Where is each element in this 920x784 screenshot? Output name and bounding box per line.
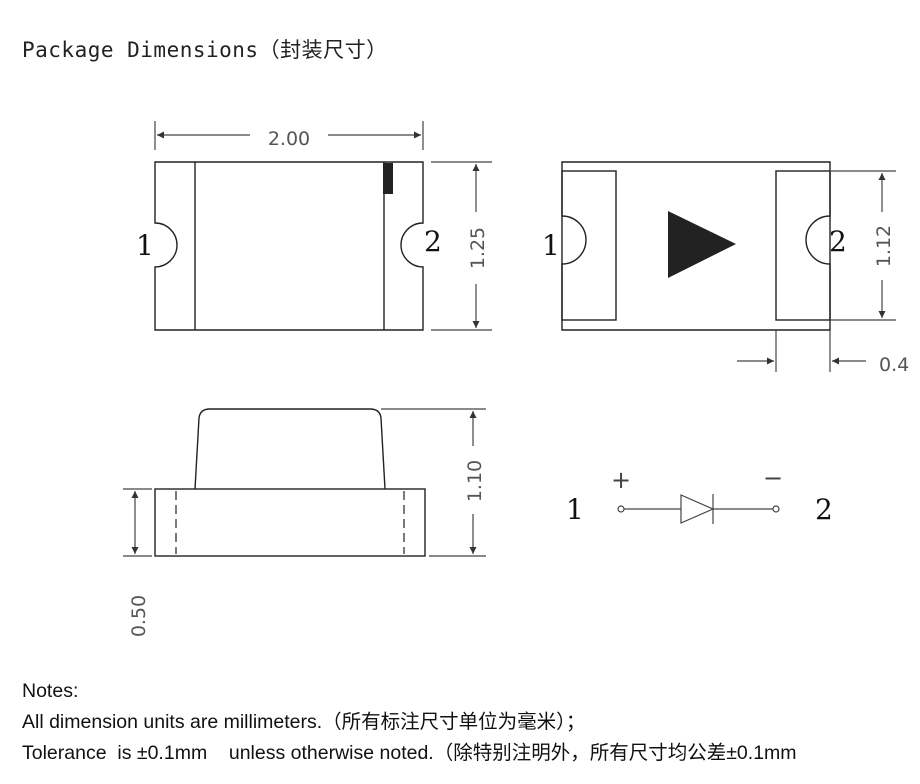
notes-line-units: All dimension units are millimeters.（所有标…: [22, 711, 586, 733]
dim-base-height: [123, 488, 152, 557]
dim-length-label: 2.00: [268, 128, 310, 150]
side-view: [154, 408, 426, 557]
top-view: [154, 161, 424, 331]
side-view-lens: [194, 408, 386, 490]
terminal-anode: [617, 505, 625, 513]
terminal-cathode: [772, 505, 780, 513]
dim-pad-length: [737, 330, 866, 372]
dim-height: [381, 408, 486, 557]
dim-width: [431, 161, 492, 331]
notes: Notes: All dimension units are millimete…: [22, 676, 797, 769]
notes-heading: Notes:: [22, 680, 79, 702]
top-view-outline: [154, 161, 424, 331]
schematic-pin-2: 2: [815, 493, 833, 526]
page-title: Package Dimensions（封装尺寸）: [22, 38, 388, 62]
polarity-triangle: [668, 211, 736, 278]
dim-length: [154, 121, 424, 150]
top-view-pin-2: 2: [424, 225, 442, 258]
dim-pad-width: [830, 170, 896, 321]
bottom-view: [561, 161, 831, 331]
dim-base-height-label: 0.50: [128, 595, 150, 637]
notes-line-tolerance: Tolerance is ±0.1mm unless otherwise not…: [22, 742, 797, 764]
polarity-plus: +: [611, 466, 631, 494]
diode-symbol: [617, 494, 780, 524]
dim-pad-width-label: 1.12: [873, 225, 895, 267]
polarity-minus: −: [763, 464, 783, 492]
pad-right: [775, 170, 831, 321]
bottom-view-pin-1: 1: [542, 229, 560, 262]
dim-pad-length-label: 0.4: [879, 354, 909, 376]
side-view-base: [154, 488, 426, 557]
dim-width-label: 1.25: [467, 227, 489, 269]
dim-height-label: 1.10: [464, 460, 486, 502]
diode-triangle: [680, 494, 715, 524]
schematic-pin-1: 1: [566, 493, 584, 526]
bottom-view-pin-2: 2: [829, 225, 847, 258]
cathode-mark: [383, 163, 393, 194]
pad-left: [561, 170, 617, 321]
top-view-pin-1: 1: [136, 229, 154, 262]
